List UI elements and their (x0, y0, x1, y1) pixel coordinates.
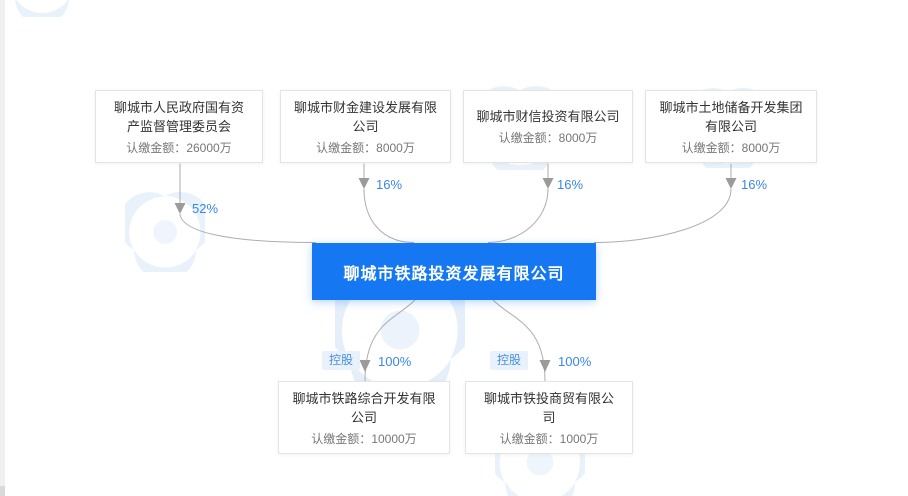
left-scroll-track[interactable] (0, 0, 5, 496)
arrowhead (359, 360, 371, 372)
subscribed-amount: 认缴金额：1000万 (500, 431, 599, 447)
company-name[interactable]: 聊城市铁路综合开发有限公司 (292, 390, 436, 425)
edge-shareholder-2-curve (363, 188, 415, 243)
subsidiary-node-1[interactable]: 聊城市铁路综合开发有限公司 认缴金额：10000万 (278, 381, 450, 454)
ownership-percent: 52% (192, 201, 219, 216)
shareholder-node-3[interactable]: 聊城市财信投资有限公司 认缴金额：8000万 (463, 90, 633, 163)
subscribed-amount: 认缴金额：10000万 (311, 431, 416, 447)
amount-label: 认缴金额： (499, 431, 560, 446)
arrowhead (725, 178, 737, 189)
ownership-percent: 16% (376, 177, 403, 192)
amount-value: 8000万 (376, 140, 415, 155)
subscribed-amount: 认缴金额：8000万 (499, 130, 598, 146)
amount-label: 认缴金额： (316, 140, 377, 155)
edge-shareholder-1-curve (179, 213, 317, 243)
arrowhead (542, 178, 554, 189)
edge-shareholder-3-curve (487, 188, 549, 243)
shareholder-node-2[interactable]: 聊城市财金建设发展有限公司 认缴金额：8000万 (280, 90, 451, 163)
ownership-percent: 16% (557, 177, 584, 192)
subscribed-amount: 认缴金额：8000万 (316, 140, 415, 156)
company-name[interactable]: 聊城市人民政府国有资产监督管理委员会 (113, 99, 244, 134)
company-name[interactable]: 聊城市财金建设发展有限公司 (293, 99, 437, 134)
arrowhead (174, 203, 186, 214)
left-scroll-thumb[interactable] (0, 486, 5, 496)
ownership-percent: 100% (378, 354, 412, 369)
arrowhead (358, 178, 370, 189)
shareholder-node-1[interactable]: 聊城市人民政府国有资产监督管理委员会 认缴金额：26000万 (95, 90, 263, 163)
amount-value: 8000万 (741, 140, 781, 155)
amount-label: 认缴金额： (126, 140, 187, 155)
holding-badge: 控股 (490, 351, 529, 370)
ownership-percent: 100% (558, 354, 592, 369)
subscribed-amount: 认缴金额：26000万 (126, 140, 231, 156)
arrowhead (539, 360, 551, 372)
amount-value: 10000万 (371, 431, 417, 446)
company-name[interactable]: 聊城市土地储备开发集团有限公司 (659, 99, 803, 134)
amount-value: 8000万 (558, 131, 598, 145)
target-company-node[interactable]: 聊城市铁路投资发展有限公司 (312, 243, 596, 300)
amount-label: 认缴金额： (498, 131, 559, 145)
edge-shareholder-4-curve (593, 188, 732, 243)
subsidiary-node-2[interactable]: 聊城市铁投商贸有限公司 认缴金额：1000万 (465, 381, 633, 454)
ownership-percent: 16% (741, 177, 768, 192)
shareholder-edges (179, 163, 732, 243)
subscribed-amount: 认缴金额：8000万 (682, 140, 781, 156)
company-name[interactable]: 聊城市财信投资有限公司 (476, 109, 620, 124)
amount-value: 26000万 (186, 140, 232, 155)
target-company-name: 聊城市铁路投资发展有限公司 (343, 265, 565, 283)
amount-label: 认缴金额： (681, 140, 742, 155)
holding-badge: 控股 (322, 351, 361, 370)
shareholder-node-4[interactable]: 聊城市土地储备开发集团有限公司 认缴金额：8000万 (645, 90, 817, 163)
company-name[interactable]: 聊城市铁投商贸有限公司 (483, 390, 614, 425)
amount-label: 认缴金额： (311, 431, 372, 446)
amount-value: 1000万 (559, 431, 599, 446)
arrowheads (174, 178, 737, 372)
